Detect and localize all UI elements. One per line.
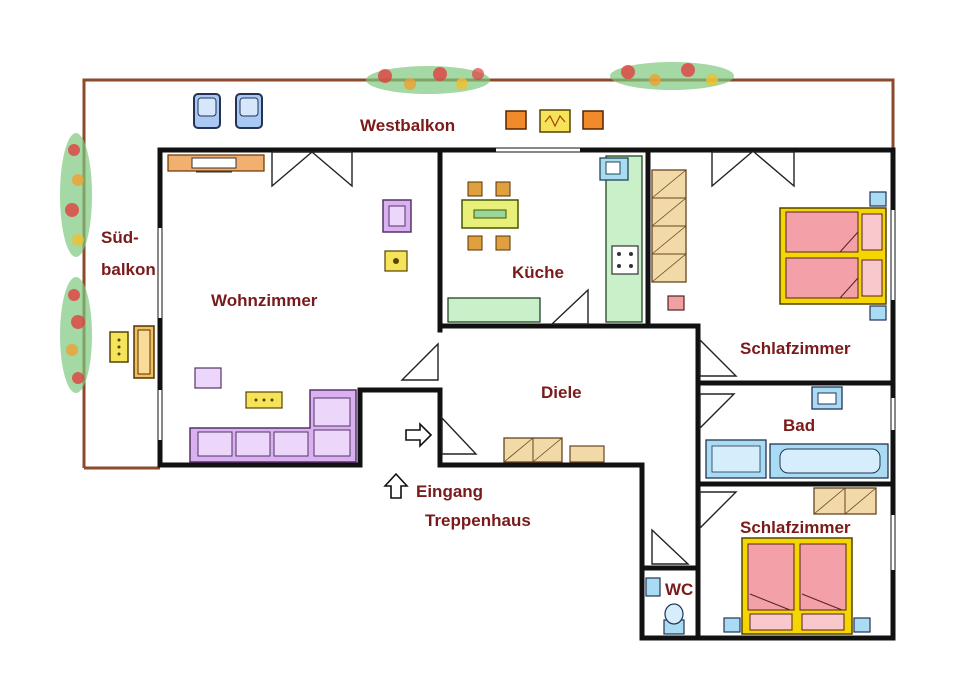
bad-sink — [811, 386, 843, 410]
kueche-dining-table — [461, 199, 519, 229]
door-diele-bad — [699, 393, 736, 430]
kueche-counter-bottom — [447, 297, 541, 323]
kueche-counter-right — [599, 155, 643, 323]
schlafzimmer2-wardrobe — [813, 487, 877, 515]
westbalkon-chair-right — [582, 110, 604, 130]
label-suedbalkon-line2: balkon — [101, 260, 156, 279]
label-westbalkon: Westbalkon — [360, 116, 455, 135]
diele-bench — [569, 445, 605, 463]
plant-box-south-2 — [60, 277, 92, 393]
wohnzimmer-corner-sofa — [189, 389, 357, 463]
label-schlafzimmer-top: Schlafzimmer — [740, 339, 851, 358]
balcony-armchair-1 — [193, 93, 221, 129]
plant-box-west-2 — [610, 62, 734, 90]
kueche-chairs — [467, 181, 511, 251]
label-kueche: Küche — [512, 263, 564, 282]
label-eingang: Eingang — [416, 482, 483, 501]
schlafzimmer2-nightstands — [723, 617, 871, 633]
wohnzimmer-tv-cabinet — [167, 154, 265, 173]
balcony-door-schlafzimmer — [711, 151, 795, 188]
diele-shoe-cabinet — [503, 437, 563, 463]
wohnzimmer-coffee-table — [245, 391, 283, 409]
label-schlafzimmer-bottom: Schlafzimmer — [740, 518, 851, 537]
bad-bathtub — [769, 443, 889, 479]
balcony-armchair-2 — [235, 93, 263, 129]
wc-toilet — [663, 603, 685, 635]
label-wc: WC — [665, 580, 693, 599]
wohnzimmer-ottoman — [194, 367, 222, 389]
bad-shower — [705, 439, 767, 479]
arrow-up-icon — [383, 472, 409, 499]
label-bad: Bad — [783, 416, 815, 435]
label-suedbalkon-line1: Süd- — [101, 228, 139, 247]
door-wohnzimmer-diele — [400, 342, 439, 381]
label-diele: Diele — [541, 383, 582, 402]
balcony-door-wohnzimmer — [271, 151, 353, 188]
label-wohnzimmer: Wohnzimmer — [211, 291, 318, 310]
door-wc — [651, 528, 690, 565]
door-entrance — [441, 416, 478, 455]
westbalkon-table — [539, 109, 571, 133]
door-diele-schlafzimmer-2 — [699, 491, 738, 530]
wohnzimmer-armchair — [382, 199, 412, 233]
suedbalkon-table — [109, 331, 129, 363]
schlafzimmer-double-bed — [779, 207, 887, 305]
plant-box-south-1 — [60, 133, 92, 257]
westbalkon-chair-left — [505, 110, 527, 130]
suedbalkon-bench — [133, 325, 155, 379]
door-diele-schlafzimmer — [699, 338, 738, 377]
plant-box-west-1 — [366, 66, 490, 94]
schlafzimmer-wardrobe — [651, 169, 687, 283]
arrow-right-icon — [405, 422, 433, 448]
schlafzimmer2-double-bed — [741, 537, 853, 635]
door-kueche-diele — [550, 288, 589, 325]
windows — [158, 148, 895, 570]
schlafzimmer-stool — [667, 295, 685, 311]
balcony-railing — [82, 78, 895, 470]
schlafzimmer-nightstands — [869, 191, 887, 321]
wohnzimmer-side-table — [384, 250, 408, 272]
label-treppenhaus: Treppenhaus — [425, 511, 531, 530]
wc-sink — [645, 577, 661, 597]
